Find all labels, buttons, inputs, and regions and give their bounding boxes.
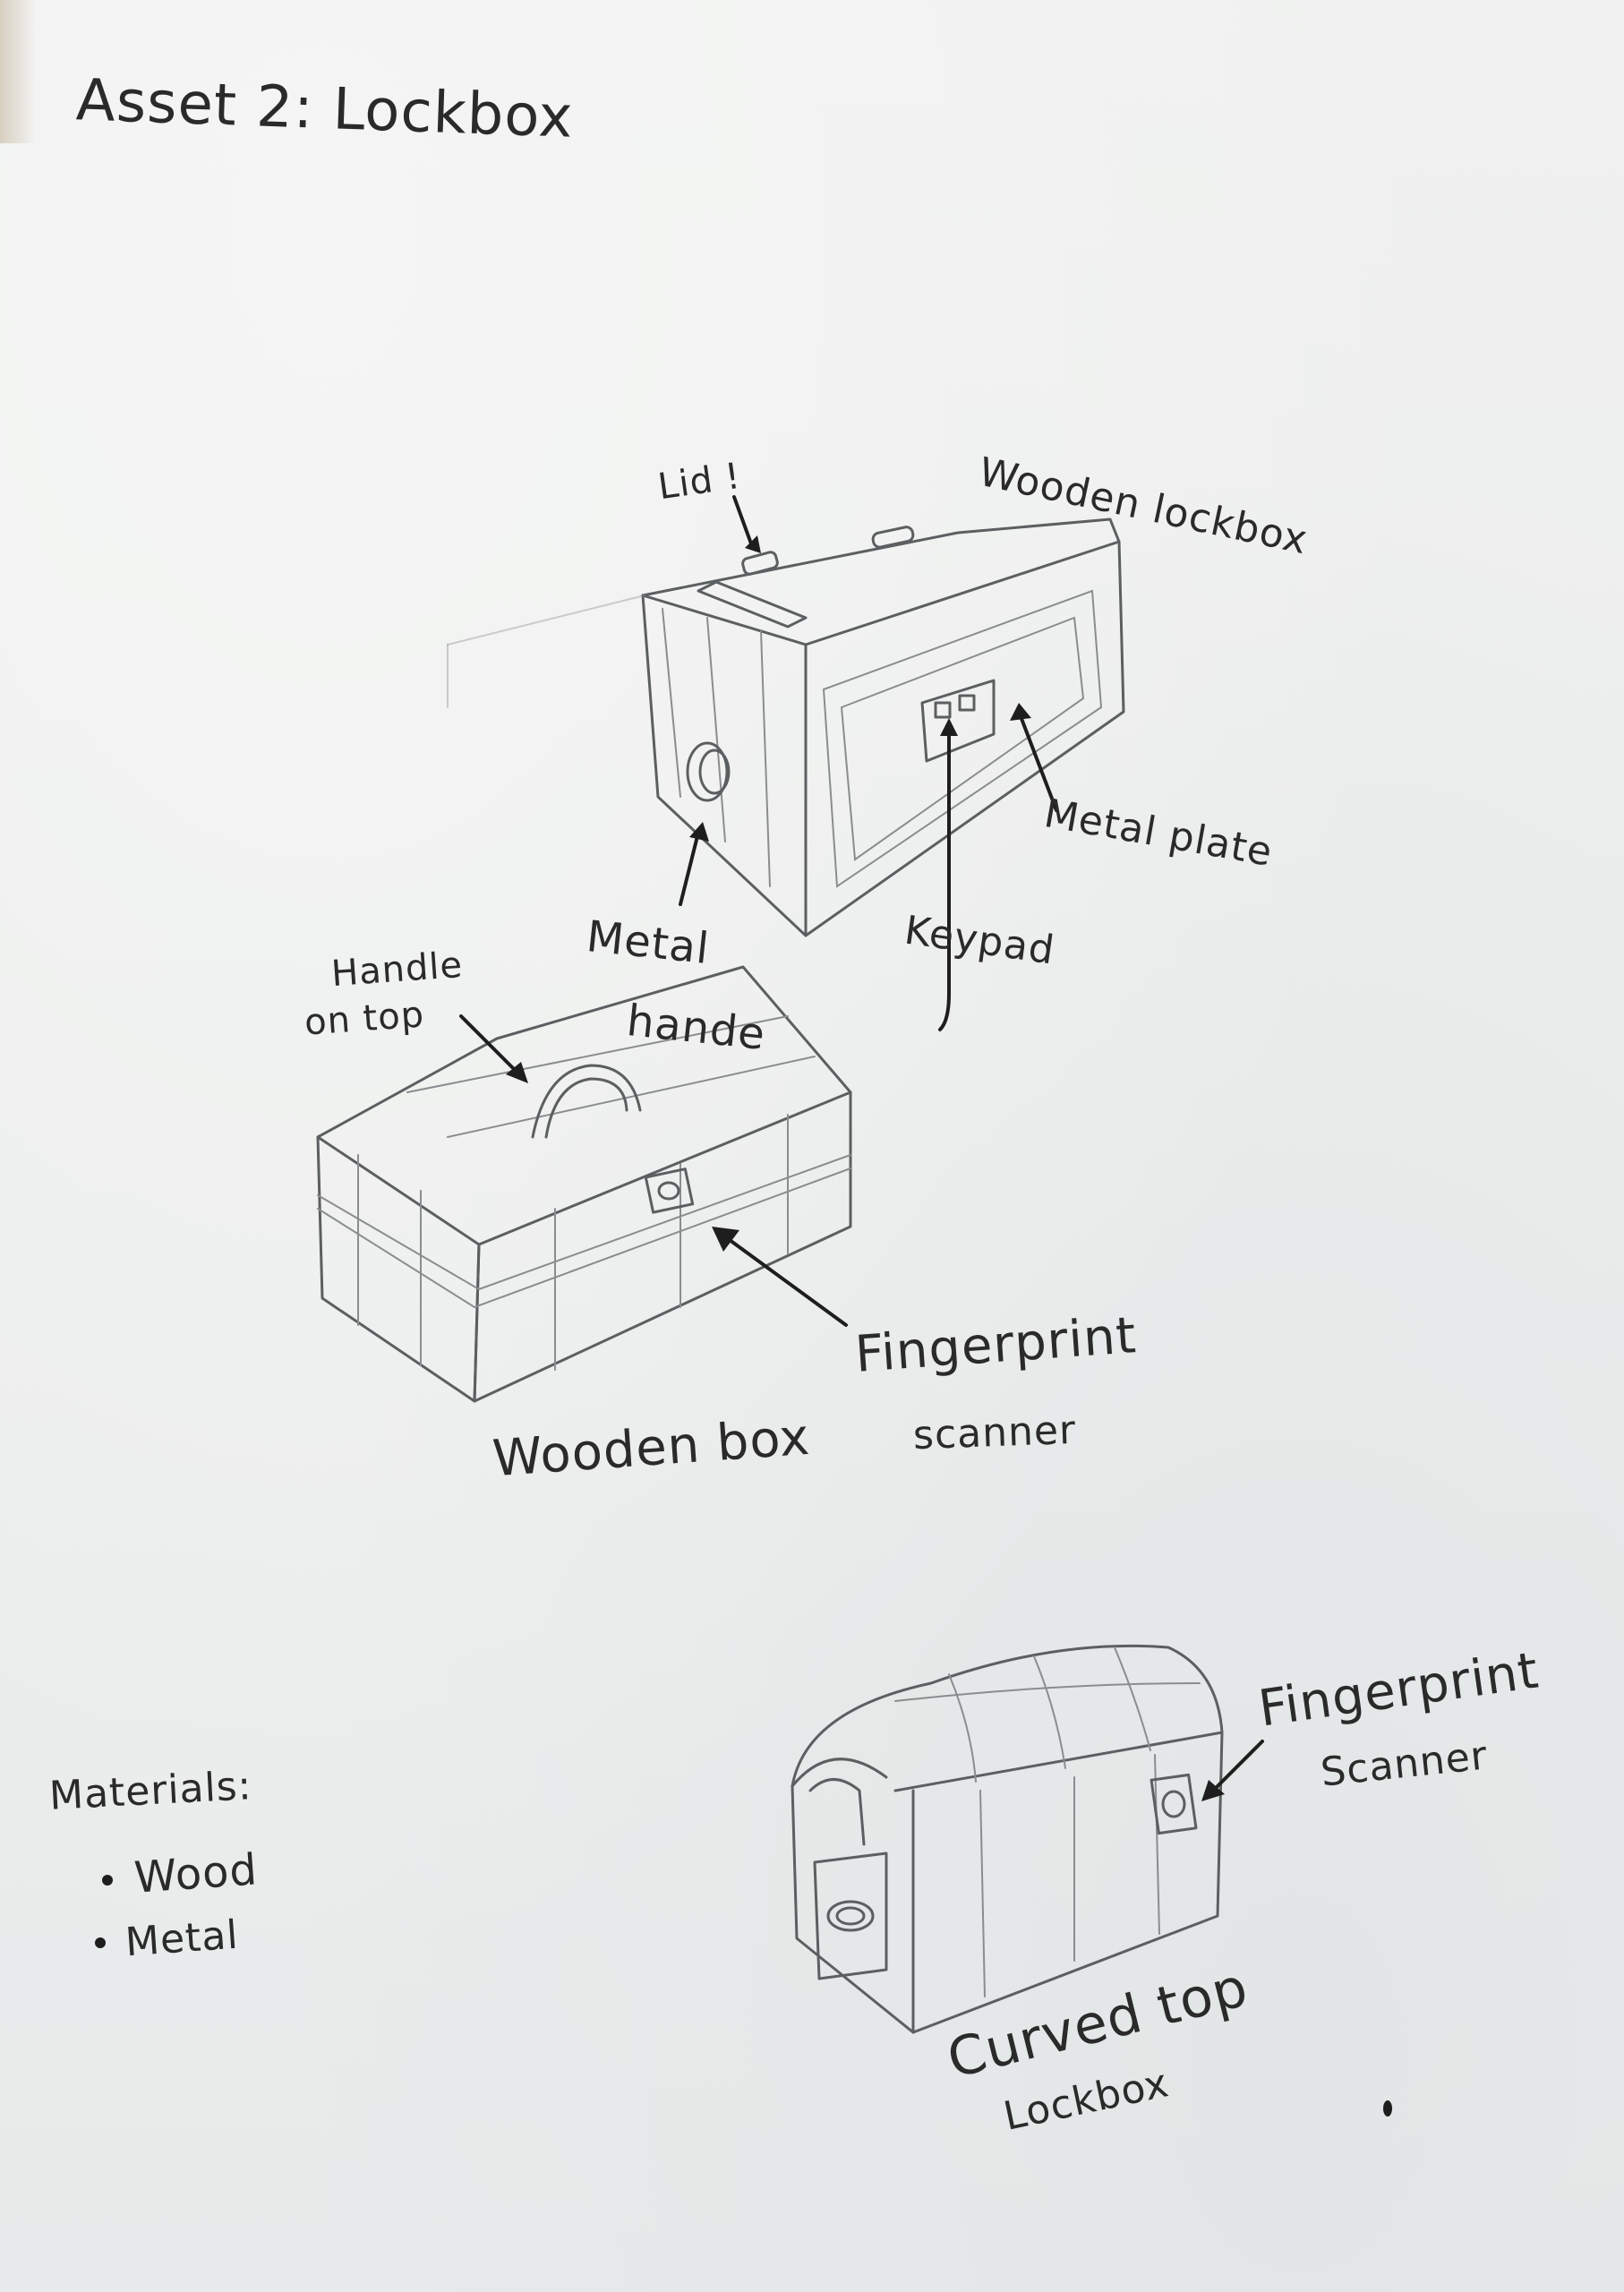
wooden-lockbox-sketch bbox=[447, 517, 1125, 937]
middle-sketch-arrows bbox=[459, 1014, 848, 1327]
bullet-dot bbox=[102, 1875, 113, 1886]
label-handle-on-top-line2: on top bbox=[303, 994, 426, 1044]
stray-mark bbox=[1383, 2100, 1392, 2117]
materials-item-wood: Wood bbox=[132, 1844, 260, 1903]
bullet-dot bbox=[95, 1937, 106, 1948]
wooden-box-sketch bbox=[316, 965, 852, 1403]
materials-item-metal: Metal bbox=[124, 1911, 241, 1966]
curved-lockbox-sketch bbox=[791, 1644, 1224, 2034]
paper-corner-shadow bbox=[0, 0, 36, 143]
bottom-sketch-arrow bbox=[1201, 1740, 1264, 1801]
top-sketch-arrows bbox=[679, 495, 1058, 1031]
label-fingerprint-scanner-middle-line2: scanner bbox=[912, 1407, 1077, 1459]
